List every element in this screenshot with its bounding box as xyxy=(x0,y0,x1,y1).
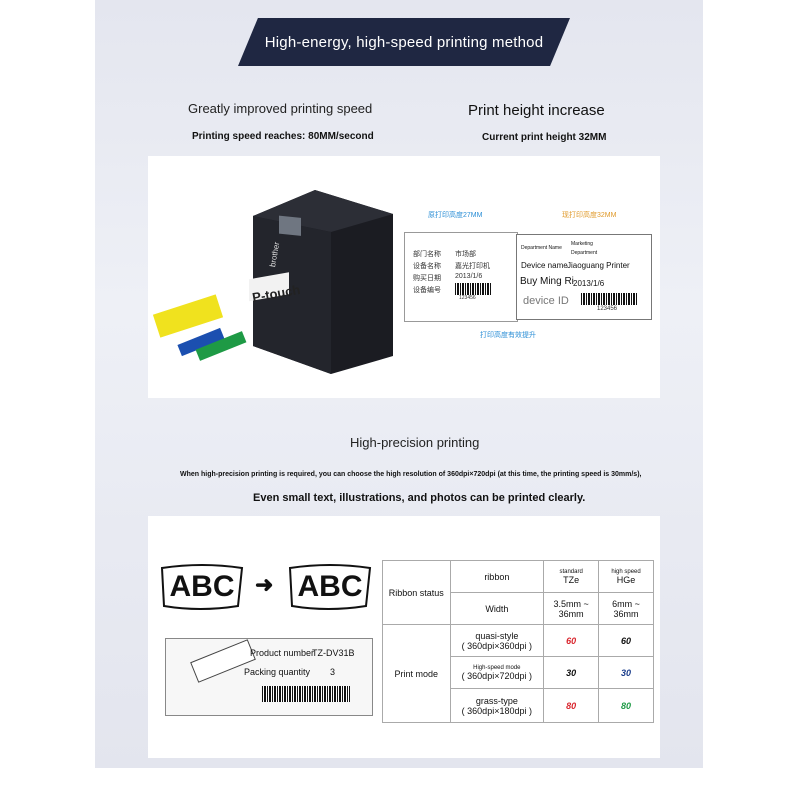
tze-width-max: 36mm xyxy=(558,608,584,619)
arrow-right-icon: ➜ xyxy=(255,572,274,597)
old-label-cell: 部门名称 xyxy=(413,251,441,258)
ribbon-status-cell: Ribbon status xyxy=(382,560,451,625)
mode-grass-tze-speed: 80 xyxy=(566,700,577,711)
old-label-cell: 购买日期 xyxy=(413,275,441,282)
old-label-barcode xyxy=(455,283,491,295)
abc-text-left: ABC xyxy=(169,570,235,603)
mode-grass-hge-speed: 80 xyxy=(621,700,632,711)
mode-grass-dpi: ( 360dpi×180dpi ) xyxy=(461,705,532,716)
hge-label: HGe xyxy=(616,574,636,585)
mode-quasi-tze-speed: 60 xyxy=(566,635,577,646)
mode-highspeed-name: High-speed mode xyxy=(473,664,521,671)
tze-label: TZe xyxy=(563,574,580,585)
label-printer-image xyxy=(249,190,393,374)
tape-box-barcode xyxy=(262,686,350,702)
mode-quasi-hge-speed: 60 xyxy=(621,635,632,646)
mode-quasi-dpi: ( 360dpi×360dpi ) xyxy=(461,640,532,651)
new-label-caption: 现打印高度32MM xyxy=(562,212,617,219)
device-id-label: device ID xyxy=(523,295,569,307)
ribbon-cell: ribbon xyxy=(449,560,545,593)
tze-width-min: 3.5mm ~ xyxy=(553,598,589,609)
banner: High-energy, high-speed printing method xyxy=(238,18,570,66)
mode-quasi-cell: quasi-style( 360dpi×360dpi ) xyxy=(449,624,545,657)
old-label-sample: 部门名称 市场部 设备名称 嘉光打印机 购买日期 2013/1/6 设备编号 1… xyxy=(404,232,518,322)
device-name-label: Device name xyxy=(521,261,568,270)
hge-width-max: 36mm xyxy=(613,608,639,619)
packing-quantity-value: 3 xyxy=(330,667,336,677)
old-label-cell: 2013/1/6 xyxy=(455,273,483,280)
old-label-barcode-number: 123456 xyxy=(459,295,476,301)
mode-highspeed-dpi: ( 360dpi×720dpi ) xyxy=(461,670,532,681)
hge-width-min: 6mm ~ xyxy=(612,598,640,609)
abc-tape-right xyxy=(288,564,372,610)
old-label-cell: 设备名称 xyxy=(413,263,441,270)
precision-detail: When high-precision printing is required… xyxy=(180,471,642,478)
print-mode-cell: Print mode xyxy=(382,624,451,723)
precision-note: Even small text, illustrations, and phot… xyxy=(253,492,586,504)
old-label-footer: 打印高度有效提升 xyxy=(480,332,536,339)
old-label-caption: 原打印高度27MM xyxy=(428,212,483,219)
width-cell: Width xyxy=(449,592,545,625)
height-detail: Current print height 32MM xyxy=(482,132,607,143)
buy-date-value: 2013/1/6 xyxy=(573,279,605,288)
device-name-value: Jiaoguang Printer xyxy=(567,261,630,270)
buy-date-label: Buy Ming Ri xyxy=(520,276,574,287)
new-label-barcode xyxy=(581,293,637,305)
new-label-sample: Department Name Marketing Department Dev… xyxy=(516,234,652,320)
mode-highspeed-hge-speed: 30 xyxy=(621,667,632,678)
mode-highspeed-tze-speed: 30 xyxy=(566,667,577,678)
mode-grass-cell: grass-type( 360dpi×180dpi ) xyxy=(449,688,545,723)
banner-title: High-energy, high-speed printing method xyxy=(264,33,544,51)
height-heading: Print height increase xyxy=(468,102,605,119)
abc-text-right: ABC xyxy=(297,570,363,603)
tze-width-cell: 3.5mm ~36mm xyxy=(543,592,600,625)
high-speed-label: high speed xyxy=(611,568,641,575)
precision-heading: High-precision printing xyxy=(350,435,480,450)
product-number-label: Product number xyxy=(250,648,315,658)
department-name-label: Department Name xyxy=(521,245,562,251)
old-label-cell: 设备编号 xyxy=(413,287,441,294)
abc-tape-left xyxy=(160,564,244,610)
product-number-value: TZ-DV31B xyxy=(312,648,355,658)
old-label-cell: 市场部 xyxy=(455,251,476,258)
department-name-value: Marketing Department xyxy=(571,241,598,256)
packing-quantity-label: Packing quantity xyxy=(244,667,311,677)
mode-highspeed-cell: High-speed mode( 360dpi×720dpi ) xyxy=(449,656,545,689)
speed-detail: Printing speed reaches: 80MM/second xyxy=(192,131,374,142)
old-label-cell: 嘉光打印机 xyxy=(455,263,490,270)
hge-width-cell: 6mm ~36mm xyxy=(598,592,654,625)
speed-heading: Greatly improved printing speed xyxy=(188,101,373,116)
standard-label: standard xyxy=(559,568,583,575)
mode-grass-name: grass-type xyxy=(475,695,518,706)
new-label-barcode-number: 123456 xyxy=(597,306,618,312)
mode-quasi-name: quasi-style xyxy=(475,630,519,641)
